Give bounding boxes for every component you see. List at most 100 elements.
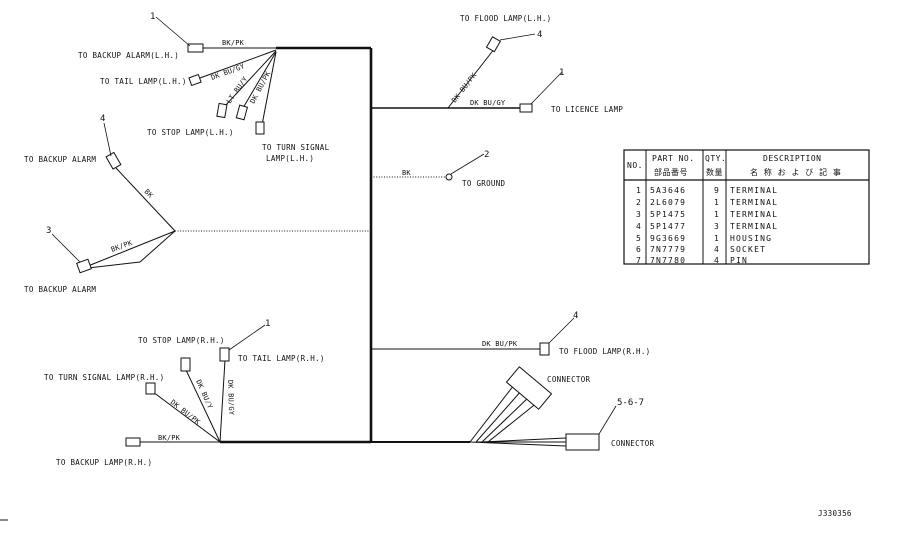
table-header-part-no-jp: 部品番号 <box>654 167 688 177</box>
row-qty: 3 <box>714 222 720 231</box>
table-header-no: NO. <box>627 161 643 170</box>
row-desc: TERMINAL <box>730 222 778 231</box>
row-part: 5A3646 <box>650 186 686 195</box>
callout-3-left: 3 <box>46 226 51 236</box>
row-qty: 9 <box>714 186 720 195</box>
table-row: 7 7N7780 4 PIN <box>636 256 748 265</box>
label-flood-lamp-rh: TO FLOOD LAMP(R.H.) <box>559 347 651 356</box>
turn-signal-lh-connector <box>255 121 265 135</box>
table-row: 5 9G3669 1 HOUSING <box>636 234 772 243</box>
figure-id: J330356 <box>818 509 852 518</box>
lower-left-branch <box>125 324 266 447</box>
row-no: 7 <box>636 256 642 265</box>
stop-lamp-lh-connector <box>216 102 228 119</box>
backup-alarm-lower-connector <box>76 258 92 274</box>
label-stop-lamp-rh: TO STOP LAMP(R.H.) <box>138 336 225 345</box>
backup-alarm-lh-connector <box>187 43 204 53</box>
label-backup-alarm-left: TO BACKUP ALARM <box>24 155 96 164</box>
flood-lamp-rh-connector <box>539 342 550 356</box>
row-part: 2L6079 <box>650 198 686 207</box>
row-no: 3 <box>636 210 642 219</box>
table-row: 6 7N7779 4 SOCKET <box>636 245 766 254</box>
wire-dk-bu-gy-licence: DK BU/GY <box>470 99 506 107</box>
label-connector-upper: CONNECTOR <box>547 375 591 384</box>
label-connector-lower: CONNECTOR <box>611 439 655 448</box>
row-no: 4 <box>636 222 642 231</box>
row-part: 5P1475 <box>650 210 686 219</box>
label-backup-alarm-lower: TO BACKUP ALARM <box>24 285 96 294</box>
top-left-branch <box>155 16 277 135</box>
label-backup-lamp-rh: TO BACKUP LAMP(R.H.) <box>56 458 152 467</box>
wire-dk-bu-gy-rh: DK BU/GY <box>226 380 235 416</box>
table-header-description-jp: 名 称 お よ び 記 事 <box>750 167 841 177</box>
row-part: 7N7779 <box>650 245 686 254</box>
row-qty: 4 <box>714 256 720 265</box>
callout-1-licence: 1 <box>559 68 564 78</box>
label-turn-signal-rh: TO TURN SIGNAL LAMP(R.H.) <box>44 373 164 382</box>
table-row: 4 5P1477 3 TERMINAL <box>636 222 778 231</box>
lt-bu-connector <box>235 104 249 121</box>
table-header-description: DESCRIPTION <box>763 154 821 163</box>
wire-lt-bu-y: LT BU/Y <box>225 75 250 105</box>
label-stop-lamp-lh: TO STOP LAMP(L.H.) <box>147 128 234 137</box>
wire-bk-pk-left: BK/PK <box>110 239 134 254</box>
row-desc: HOUSING <box>730 234 772 243</box>
callout-2-ground: 2 <box>484 150 489 160</box>
row-desc: PIN <box>730 256 748 265</box>
wire-bk-pk-top: BK/PK <box>222 39 245 47</box>
callout-5-6-7: 5-6-7 <box>617 398 644 408</box>
flood-rh-branch <box>371 317 575 356</box>
row-qty: 1 <box>714 234 720 243</box>
wire-bk-ground: BK <box>402 169 411 177</box>
row-part: 5P1477 <box>650 222 686 231</box>
backup-lamp-rh-connector <box>125 437 141 447</box>
callout-4-flood: 4 <box>537 30 542 40</box>
row-qty: 1 <box>714 198 720 207</box>
label-flood-lamp-lh: TO FLOOD LAMP(L.H.) <box>460 14 552 23</box>
row-no: 6 <box>636 245 642 254</box>
callout-1-lower: 1 <box>265 319 270 329</box>
flood-licence-branch <box>371 33 563 113</box>
row-qty: 4 <box>714 245 720 254</box>
connector-lower-body <box>565 433 600 451</box>
callout-4-left: 4 <box>100 114 105 124</box>
callout-4-lower: 4 <box>573 311 578 321</box>
parts-table <box>623 149 870 265</box>
connector-branch <box>469 366 617 451</box>
licence-lamp-connector <box>519 103 533 113</box>
flood-lamp-lh-connector <box>485 36 502 53</box>
label-licence-lamp: TO LICENCE LAMP <box>551 105 623 114</box>
tail-lamp-lh-connector <box>188 73 202 87</box>
row-desc: TERMINAL <box>730 186 778 195</box>
ground-branch <box>371 153 485 181</box>
label-ground: TO GROUND <box>462 179 506 188</box>
tail-lamp-rh-connector <box>219 347 230 362</box>
table-row: 3 5P1475 1 TERMINAL <box>636 210 778 219</box>
row-no: 2 <box>636 198 642 207</box>
wire-bk-pk-bottom: BK/PK <box>158 434 181 442</box>
turn-signal-rh-connector <box>145 382 156 395</box>
row-no: 1 <box>636 186 642 195</box>
label-turn-signal-lh-2: LAMP(L.H.) <box>266 154 314 163</box>
main-harness-trunk <box>220 46 470 444</box>
label-backup-alarm-lh: TO BACKUP ALARM(L.H.) <box>78 51 179 60</box>
wire-dk-bu-pk-flood-rh: DK BU/PK <box>482 340 518 348</box>
row-desc: SOCKET <box>730 245 766 254</box>
connector-upper-body <box>505 366 553 410</box>
backup-alarm-left-connector <box>105 151 122 170</box>
table-header-qty-jp: 数量 <box>706 167 723 177</box>
row-qty: 1 <box>714 210 720 219</box>
stop-lamp-rh-connector <box>180 357 191 372</box>
label-turn-signal-lh-1: TO TURN SIGNAL <box>262 143 330 152</box>
table-header-qty: QTY. <box>705 154 726 163</box>
row-part: 9G3669 <box>650 234 686 243</box>
table-header-part-no: PART NO. <box>652 154 695 163</box>
table-row: 2 2L6079 1 TERMINAL <box>636 198 778 207</box>
row-desc: TERMINAL <box>730 198 778 207</box>
row-no: 5 <box>636 234 642 243</box>
row-desc: TERMINAL <box>730 210 778 219</box>
wire-dk-bu-pk-rh: DK BU/PK <box>169 398 202 426</box>
row-part: 7N7780 <box>650 256 686 265</box>
label-tail-lamp-lh: TO TAIL LAMP(L.H.) <box>100 77 187 86</box>
